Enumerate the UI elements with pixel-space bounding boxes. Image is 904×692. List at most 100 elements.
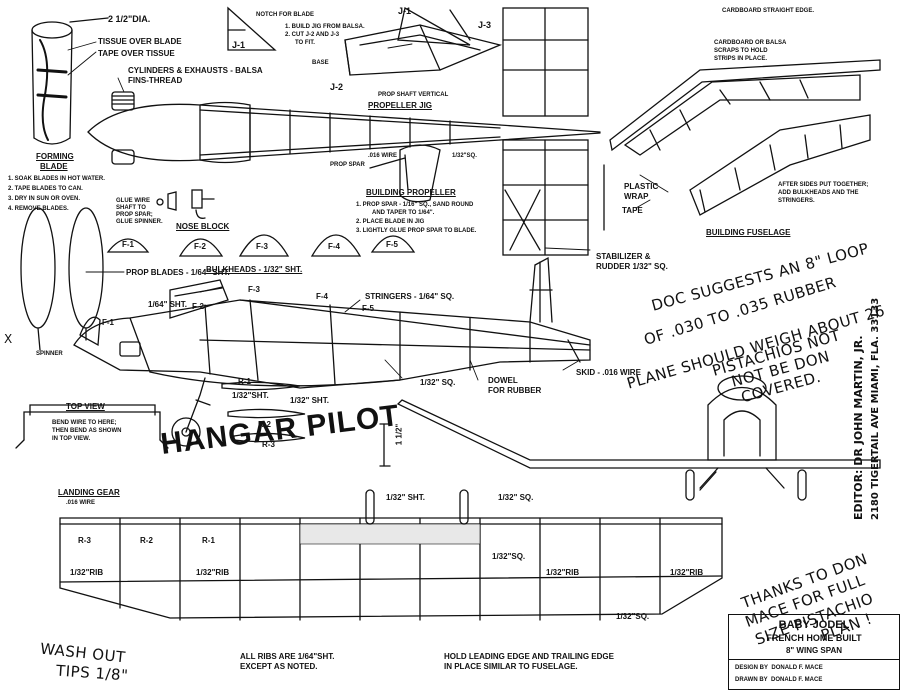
fuselage-f5-label: F-5 bbox=[362, 304, 374, 313]
nose-sheet-label: 1/64" SHT. bbox=[148, 300, 187, 309]
tissue-over-blade-label: TISSUE OVER BLADE bbox=[98, 37, 182, 46]
building-fuselage-title: BUILDING FUSELAGE bbox=[706, 228, 791, 237]
drawn-by: DRAWN BY DONALD F. MACE bbox=[735, 677, 823, 683]
scraps-line-3: STRIPS IN PLACE. bbox=[714, 56, 768, 62]
wing-sq-label-3: 1/32"SQ. bbox=[616, 612, 650, 621]
front-view-fuselage bbox=[685, 375, 807, 501]
rib-r3-label: R-3 bbox=[262, 440, 275, 449]
prop-step-3: 3. LIGHTLY GLUE PROP SPAR TO BLADE. bbox=[356, 228, 477, 234]
can-diameter-label: 2 1/2"DIA. bbox=[108, 14, 151, 24]
landing-gear-top-view bbox=[15, 404, 169, 449]
fuselage-f1-label: F-1 bbox=[102, 318, 114, 327]
bulkhead-f5-label: F-5 bbox=[386, 240, 398, 249]
prop-spar-label: PROP SPAR bbox=[330, 162, 365, 168]
leader-lines bbox=[67, 41, 669, 381]
wing-sq-label: 1/32" SQ. bbox=[498, 493, 534, 502]
tape-over-tissue-label: TAPE OVER TISSUE bbox=[98, 49, 175, 58]
jig-j3-label: J-3 bbox=[478, 20, 492, 30]
jig-base-label: BASE bbox=[312, 60, 329, 66]
stab-rudder-label: STABILIZER & bbox=[596, 252, 651, 261]
plan-name: BABY JODEL bbox=[778, 619, 850, 631]
wing-sheet-label: 1/32" SHT. bbox=[386, 493, 425, 502]
jig-j1-label: J-1 bbox=[232, 40, 246, 50]
editor-address-1: EDITOR: DR JOHN MARTIN, JR. bbox=[852, 335, 865, 520]
after-sides-3: STRINGERS. bbox=[778, 198, 815, 204]
hold-edge-label: HOLD LEADING EDGE AND TRAILING EDGE bbox=[444, 652, 614, 661]
wing-r2-label: R-2 bbox=[140, 536, 153, 545]
design-by: DESIGN BY DONALD F. MACE bbox=[735, 665, 823, 671]
forming-can bbox=[31, 17, 109, 145]
glue-spinner-label: GLUE SPINNER. bbox=[116, 219, 163, 225]
forming-step-2: 2. TAPE BLADES TO CAN. bbox=[8, 186, 83, 192]
forming-step-4: 4. REMOVE BLADES. bbox=[8, 206, 69, 212]
wing-rib-label-4: 1/32"RIB bbox=[670, 568, 704, 577]
editor-address-2: 2180 TIGERTAIL AVE MIAMI, FLA. 33133 bbox=[870, 297, 881, 520]
prop-blades-label: PROP BLADES - 1/64" SHT. bbox=[126, 268, 230, 277]
dowel-label: DOWEL bbox=[488, 376, 518, 385]
prop-step-1: 1. PROP SPAR - 1/16" SQ., SAND ROUND bbox=[356, 202, 474, 208]
except-label: EXCEPT AS NOTED. bbox=[240, 662, 318, 671]
wing-r1-label: R-1 bbox=[202, 536, 215, 545]
scraps-line-1: CARDBOARD OR BALSA bbox=[714, 40, 787, 46]
prop-sq-label: 1/32"SQ. bbox=[452, 153, 477, 159]
prop-wire-label: .016 WIRE bbox=[368, 153, 398, 159]
straight-edge-label: CARDBOARD STRAIGHT EDGE. bbox=[722, 8, 815, 14]
bulkhead-f2-label: F-2 bbox=[194, 242, 206, 251]
top-view-label: TOP VIEW bbox=[66, 402, 105, 411]
fuselage-f4-label: F-4 bbox=[316, 292, 328, 301]
wing-r3-label: R-3 bbox=[78, 536, 91, 545]
prop-step-1b: AND TAPER TO 1/64". bbox=[372, 210, 435, 216]
bulkhead-f4-label: F-4 bbox=[328, 242, 340, 251]
after-sides-2: ADD BULKHEADS AND THE bbox=[778, 190, 859, 196]
landing-gear-title: LANDING GEAR bbox=[58, 488, 120, 497]
stabilizer-top-view bbox=[502, 7, 589, 256]
building-propeller-title: BUILDING PROPELLER bbox=[366, 188, 456, 197]
skid-label: SKID - .016 WIRE bbox=[576, 368, 641, 377]
rib-r1-label: R-1 bbox=[238, 377, 251, 386]
jig-j1b-label: J-1 bbox=[398, 6, 412, 16]
wing-plan-view bbox=[59, 489, 723, 621]
landing-gear-wheel bbox=[171, 377, 211, 447]
bulkhead-f3-label: F-3 bbox=[256, 242, 268, 251]
glue-wire-label: GLUE WIRE bbox=[116, 198, 150, 204]
jig-step-2b: TO FIT. bbox=[295, 40, 315, 46]
wing-rib-label-2: 1/32"RIB bbox=[196, 568, 230, 577]
tape-label: TAPE bbox=[622, 206, 643, 215]
rib-sheet-label: 1/32"SHT. bbox=[232, 391, 269, 400]
forming-step-3: 3. DRY IN SUN OR OVEN. bbox=[8, 196, 81, 202]
bend-line-3: IN TOP VIEW. bbox=[52, 436, 91, 442]
fins-label: FINS-THREAD bbox=[128, 76, 183, 85]
plan-span: 8" WING SPAN bbox=[785, 646, 843, 655]
bulkheads-row bbox=[106, 234, 416, 257]
forming-step-1: 1. SOAK BLADES IN HOT WATER. bbox=[8, 176, 105, 182]
prop-spar-sketch bbox=[369, 144, 441, 203]
jig-prop-shaft-label: PROP SHAFT VERTICAL bbox=[378, 92, 449, 98]
scraps-line-2: SCRAPS TO HOLD bbox=[714, 48, 768, 54]
wing-rib-label-1: 1/32"RIB bbox=[70, 568, 104, 577]
rib-sheet-label-2: 1/32" SHT. bbox=[290, 396, 329, 405]
plan-subtitle: FRENCH HOME BUILT bbox=[766, 633, 862, 643]
wing-sq-label-2: 1/32"SQ. bbox=[492, 552, 526, 561]
after-sides-1: AFTER SIDES PUT TOGETHER; bbox=[778, 182, 869, 188]
wing-front-view bbox=[379, 399, 881, 469]
bend-line-1: BEND WIRE TO HERE; bbox=[52, 420, 117, 426]
bulkheads-title: BULKHEADS - 1/32" SHT. bbox=[206, 265, 303, 274]
cylinders-label: CYLINDERS & EXHAUSTS - BALSA bbox=[128, 66, 263, 75]
wing-rib-label-3: 1/32"RIB bbox=[546, 568, 580, 577]
propeller-jig-drawing bbox=[227, 6, 503, 76]
fuselage-top-view bbox=[199, 104, 601, 161]
rib-r2-label: R-2 bbox=[258, 420, 271, 429]
shaft-to-label: SHAFT TO bbox=[116, 205, 146, 211]
fuselage-side-view bbox=[73, 256, 591, 389]
jig-step-1: 1. BUILD JIG FROM BALSA. bbox=[285, 24, 365, 30]
fuselage-f2-label: F-2 bbox=[192, 302, 204, 311]
note-x-mark: X bbox=[4, 332, 13, 346]
landing-gear-wire: .016 WIRE bbox=[66, 500, 96, 506]
plastic-label: PLASTIC bbox=[624, 182, 659, 191]
stringers-label: STRINGERS - 1/64" SQ. bbox=[365, 292, 455, 301]
fuselage-f3-label: F-3 bbox=[248, 285, 260, 294]
prop-spar2-label: PROP SPAR; bbox=[116, 212, 153, 218]
propeller-jig-title: PROPELLER JIG bbox=[368, 101, 433, 110]
